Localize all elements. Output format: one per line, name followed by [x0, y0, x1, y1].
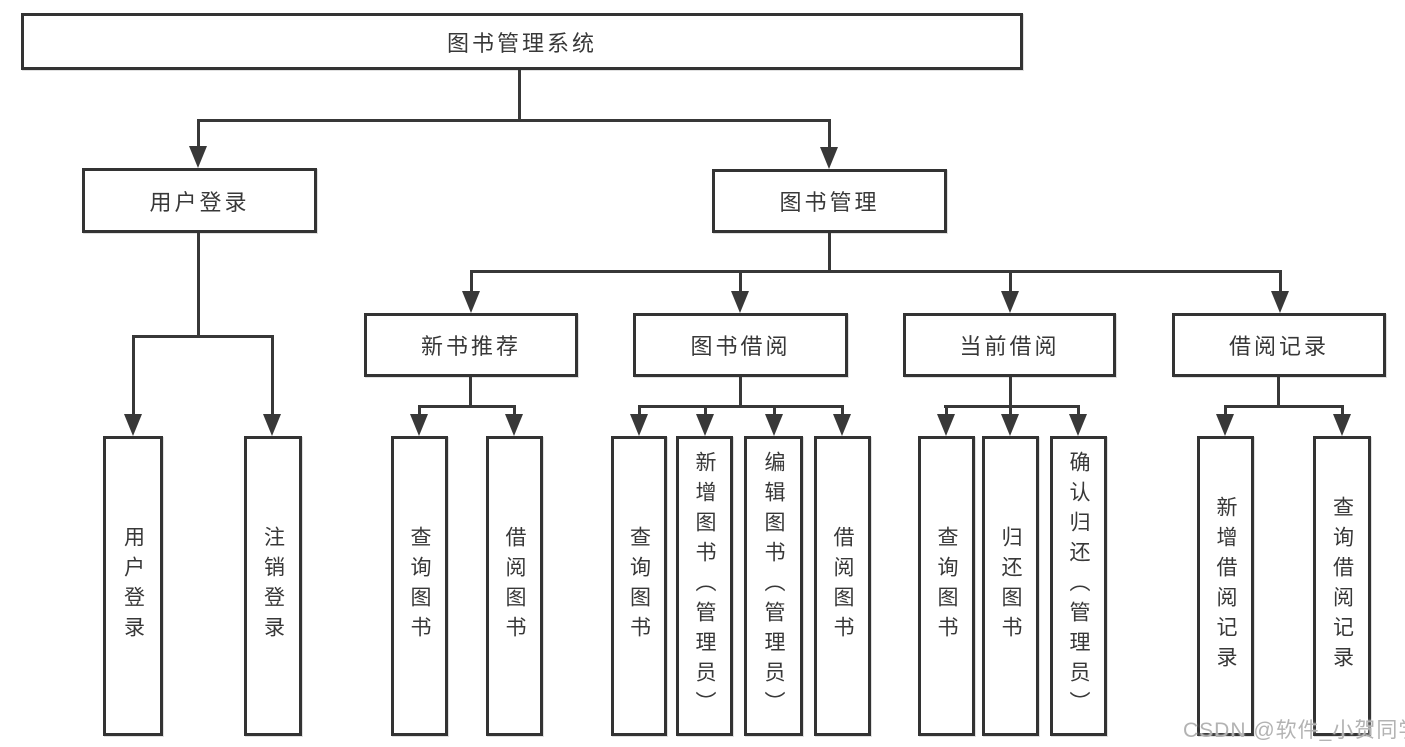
arrow-down-icon [820, 147, 838, 169]
node-borrow-book-recommend: 借阅图书 [486, 436, 543, 736]
node-book-borrowing: 图书借阅 [633, 313, 848, 377]
node-borrow-book: 借阅图书 [814, 436, 871, 736]
connector-rail [944, 405, 1080, 408]
connector-stem [773, 405, 776, 416]
node-return-book-label: 归还图书 [999, 526, 1022, 646]
node-return-book: 归还图书 [982, 436, 1039, 736]
connector-stem [1341, 405, 1344, 416]
node-query-book-recommend-label: 查询图书 [408, 526, 431, 646]
connector-level3-rail [470, 270, 1282, 273]
node-logout-label: 注销登录 [261, 526, 285, 646]
node-current-borrowing-label: 当前借阅 [959, 334, 1060, 359]
node-current-borrowing: 当前借阅 [903, 313, 1116, 377]
connector-stem [418, 405, 421, 416]
node-root: 图书管理系统 [21, 13, 1023, 70]
node-borrow-book-recommend-label: 借阅图书 [503, 526, 526, 646]
connector-login-drop [197, 233, 200, 336]
arrow-down-icon [1001, 414, 1019, 436]
connector-root-drop [518, 70, 521, 120]
arrow-down-icon [1333, 414, 1351, 436]
arrow-down-icon [1271, 291, 1289, 313]
node-root-label: 图书管理系统 [446, 30, 597, 56]
connector-stem [1077, 405, 1080, 416]
connector-stem [132, 335, 135, 415]
node-query-book-current-label: 查询图书 [935, 526, 958, 646]
connector-stem [271, 335, 274, 415]
node-add-borrow-record-label: 新增借阅记录 [1214, 496, 1237, 676]
arrow-down-icon [189, 146, 207, 168]
node-query-borrow-record-label: 查询借阅记录 [1330, 496, 1354, 676]
connector-stem [1009, 270, 1012, 292]
node-confirm-return-admin-label: 确认归还（管理员） [1067, 451, 1090, 721]
node-borrow-records-label: 借阅记录 [1228, 334, 1329, 359]
node-login: 用户登录 [103, 436, 163, 736]
connector-stem [841, 405, 844, 416]
node-query-borrow-record: 查询借阅记录 [1313, 436, 1371, 736]
node-user-login: 用户登录 [82, 168, 317, 233]
connector-stem [1279, 270, 1282, 292]
node-login-label: 用户登录 [121, 526, 145, 646]
arrow-down-icon [696, 414, 714, 436]
node-borrow-records: 借阅记录 [1172, 313, 1386, 377]
arrow-down-icon [505, 414, 523, 436]
connector-management-drop [828, 233, 831, 271]
node-book-borrowing-label: 图书借阅 [690, 334, 791, 359]
node-new-book-recommend-label: 新书推荐 [420, 334, 521, 359]
connector-drop [1009, 377, 1012, 406]
node-add-book-admin-label: 新增图书（管理员） [693, 451, 716, 721]
connector-stem [197, 119, 200, 148]
node-add-book-admin: 新增图书（管理员） [676, 436, 733, 736]
connector-drop [739, 377, 742, 406]
connector-stem [1224, 405, 1227, 416]
node-edit-book-admin-label: 编辑图书（管理员） [762, 451, 785, 721]
connector-stem [513, 405, 516, 416]
node-confirm-return-admin: 确认归还（管理员） [1050, 436, 1107, 736]
connector-stem [828, 119, 831, 148]
node-edit-book-admin: 编辑图书（管理员） [744, 436, 803, 736]
arrow-down-icon [462, 291, 480, 313]
arrow-down-icon [765, 414, 783, 436]
arrow-down-icon [833, 414, 851, 436]
node-borrow-book-label: 借阅图书 [831, 526, 854, 646]
connector-stem [704, 405, 707, 416]
node-new-book-recommend: 新书推荐 [364, 313, 578, 377]
arrow-down-icon [1001, 291, 1019, 313]
arrow-down-icon [1069, 414, 1087, 436]
connector-rail [638, 405, 844, 408]
node-book-management: 图书管理 [712, 169, 947, 233]
connector-stem [945, 405, 948, 416]
arrow-down-icon [1216, 414, 1234, 436]
arrow-down-icon [124, 414, 142, 436]
connector-drop [469, 377, 472, 406]
connector-rail [1224, 405, 1344, 408]
node-logout: 注销登录 [244, 436, 302, 736]
connector-stem [1009, 405, 1012, 416]
node-book-management-label: 图书管理 [779, 190, 880, 215]
arrow-down-icon [630, 414, 648, 436]
node-query-book-current: 查询图书 [918, 436, 975, 736]
connector-level2-rail [198, 119, 831, 122]
arrow-down-icon [731, 291, 749, 313]
connector-stem [470, 270, 473, 292]
arrow-down-icon [263, 414, 281, 436]
node-query-book-borrowing: 查询图书 [611, 436, 667, 736]
connector-stem [739, 270, 742, 292]
node-query-book-recommend: 查询图书 [391, 436, 448, 736]
connector-stem [638, 405, 641, 416]
node-add-borrow-record: 新增借阅记录 [1197, 436, 1254, 736]
connector-drop [1277, 377, 1280, 406]
node-user-login-label: 用户登录 [149, 189, 250, 215]
connector-login-rail [132, 335, 274, 338]
connector-rail [418, 405, 516, 408]
node-query-book-borrowing-label: 查询图书 [627, 526, 651, 646]
arrow-down-icon [410, 414, 428, 436]
watermark: CSDN @软件_小贺同学 [1183, 719, 1405, 742]
arrow-down-icon [937, 414, 955, 436]
